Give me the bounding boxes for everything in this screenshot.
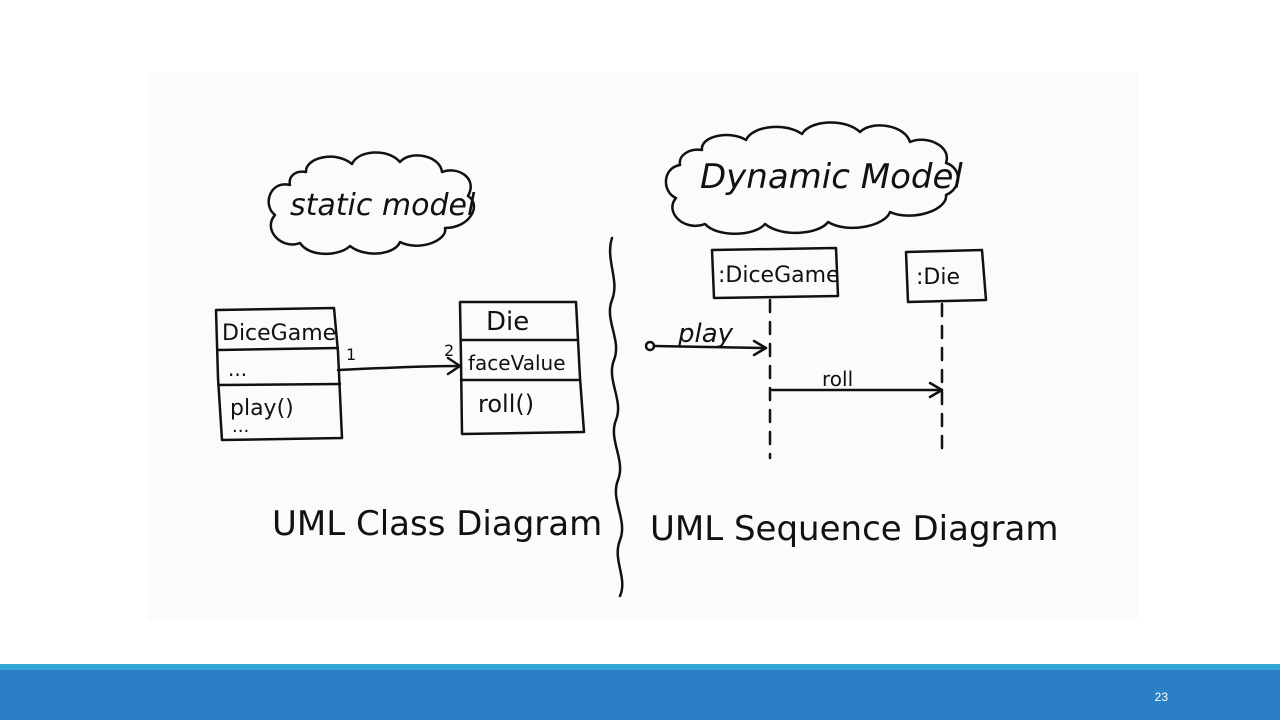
association-line [336, 364, 462, 372]
dicegame-lifeline-box [710, 246, 840, 300]
play-message-line [652, 344, 768, 350]
lifeline-dicegame-label: :DiceGame [718, 263, 840, 288]
dynamic-model-cloud [664, 121, 960, 235]
wavy-divider-line [608, 236, 624, 598]
play-message-arrowhead [752, 339, 768, 357]
target-multiplicity: 2 [444, 341, 454, 360]
dicegame-operation-play: play() [230, 396, 294, 421]
dicegame-name-divider [216, 346, 340, 352]
die-operation-roll: roll() [478, 390, 534, 418]
class-diagram-caption: UML Class Diagram [272, 504, 602, 544]
die-lifeline-box [904, 248, 988, 304]
dicegame-operations-more: ... [232, 416, 249, 437]
sequence-diagram-caption: UML Sequence Diagram [650, 509, 1058, 549]
play-message-label: play [677, 319, 734, 349]
roll-message-label: roll [822, 367, 853, 391]
dicegame-class-name: DiceGame [222, 321, 336, 346]
lifeline-die-label: :Die [916, 265, 960, 290]
die-attribute-facevalue: faceValue [468, 351, 566, 375]
static-model-cloud [267, 151, 476, 256]
die-class-box [458, 300, 586, 436]
dynamic-model-label: Dynamic Model [700, 157, 963, 197]
dicegame-attr-divider [217, 382, 342, 387]
source-multiplicity: 1 [346, 345, 356, 364]
footer-accent-line [0, 664, 1280, 670]
association-arrowhead [446, 356, 462, 376]
die-class-name: Die [486, 307, 529, 337]
sketch-image-area [148, 72, 1138, 620]
dicegame-class-box [214, 306, 344, 442]
page-number: 23 [1154, 690, 1168, 704]
roll-message-arrowhead [928, 381, 944, 399]
footer-bar [0, 670, 1280, 720]
dicegame-attributes: ... [228, 357, 247, 381]
static-model-label: static model [290, 188, 476, 223]
